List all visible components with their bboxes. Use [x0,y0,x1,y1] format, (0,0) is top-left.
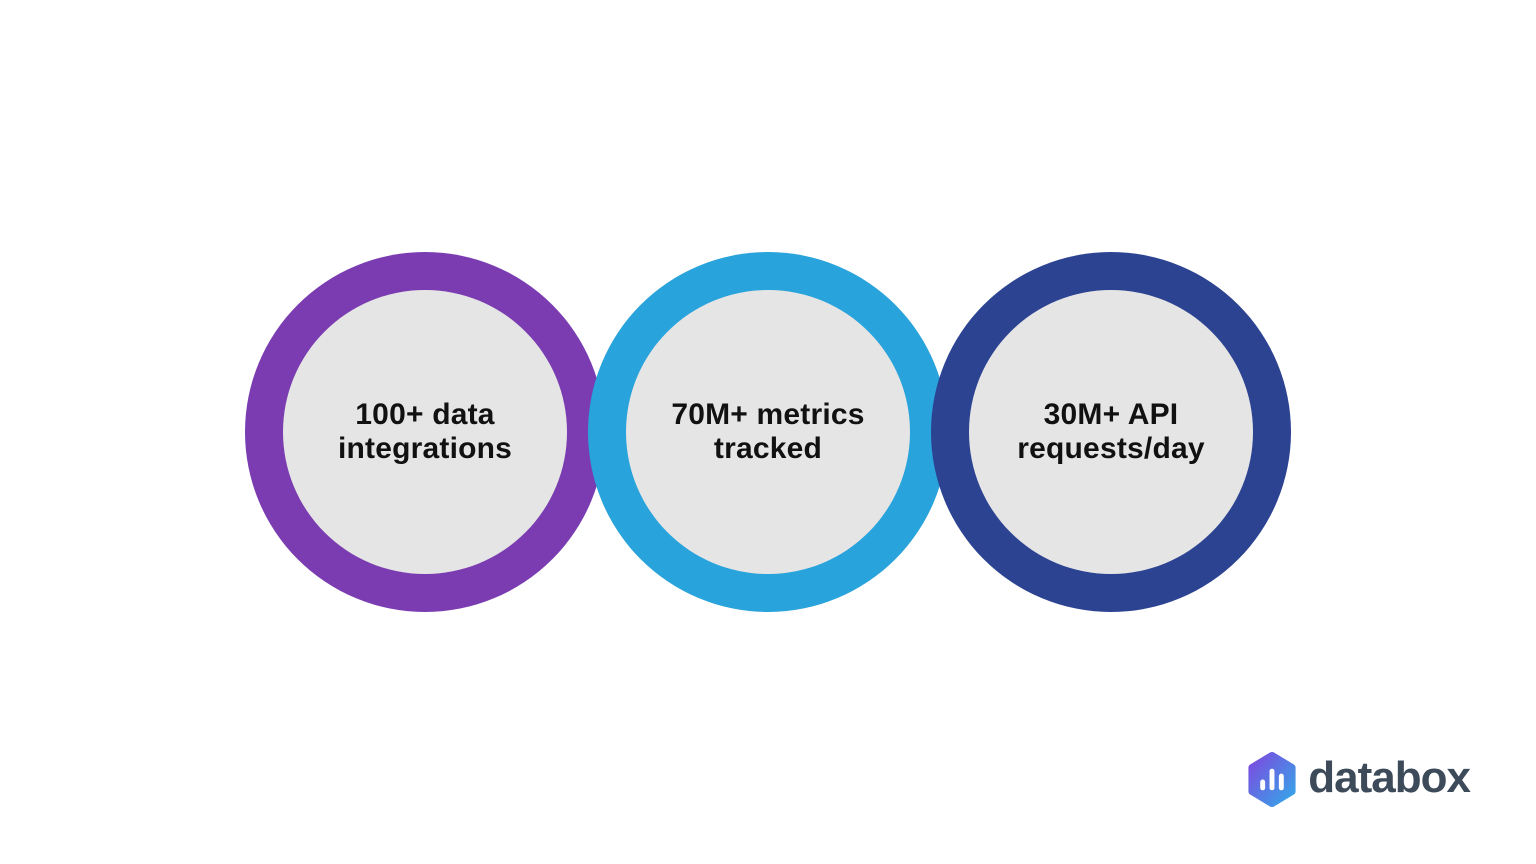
stat-circle-metrics-tracked: 70M+ metrics tracked [588,252,948,612]
stat-label-api-requests: 30M+ API requests/day [1017,398,1205,465]
stat-inner-circle: 70M+ metrics tracked [626,290,910,574]
bar-chart-icon [1260,768,1285,791]
databox-hexagon-icon [1248,752,1296,807]
stat-inner-circle: 100+ data integrations [283,290,567,574]
stat-circle-api-requests: 30M+ API requests/day [931,252,1291,612]
stat-inner-circle: 30M+ API requests/day [969,290,1253,574]
databox-logo: databox [1247,752,1471,807]
stat-circle-data-integrations: 100+ data integrations [245,252,605,612]
databox-wordmark: databox [1308,752,1471,802]
stats-row: 100+ data integrations 70M+ metrics trac… [0,252,1536,612]
stat-label-metrics-tracked: 70M+ metrics tracked [671,398,865,465]
stat-label-data-integrations: 100+ data integrations [337,398,513,465]
